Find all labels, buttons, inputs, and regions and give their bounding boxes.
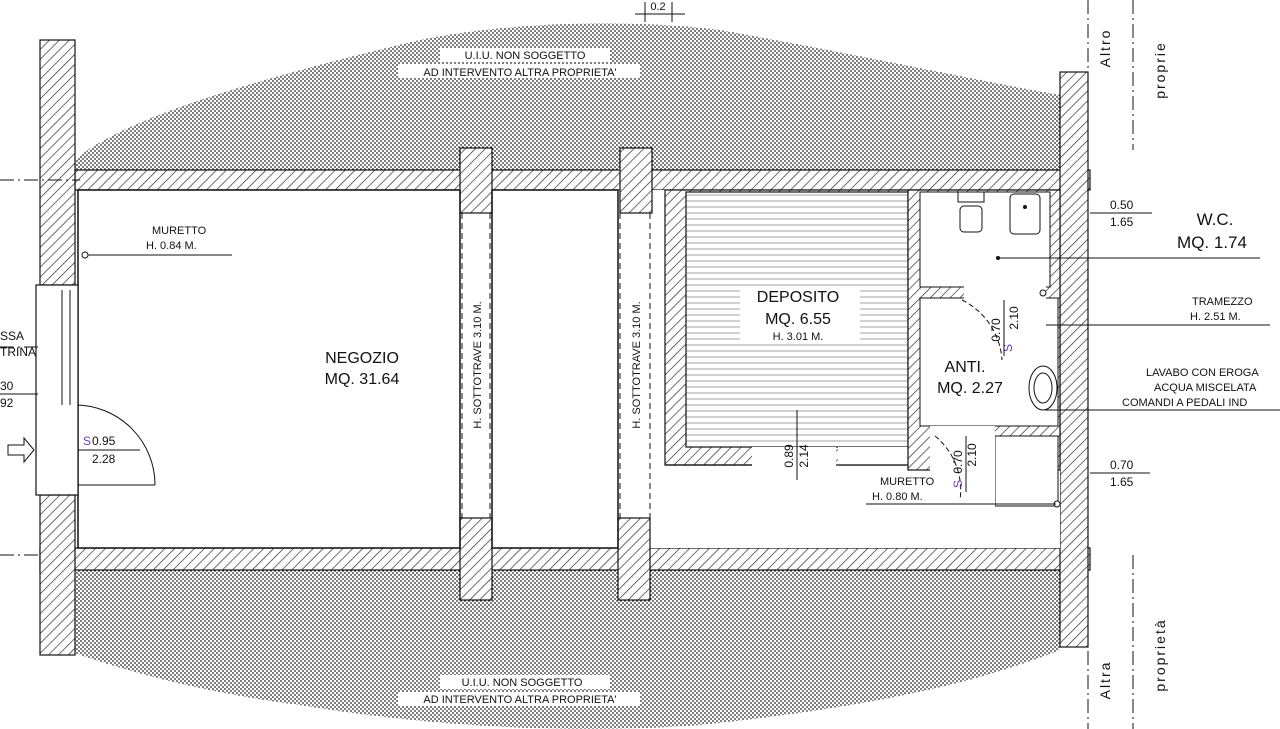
entrance-door-swing — [74, 404, 156, 486]
svg-text:0.89: 0.89 — [782, 444, 796, 468]
entrance-frame — [35, 284, 79, 496]
note-tramezzo-height: H. 2.51 M. — [1190, 311, 1241, 323]
right-wall — [1059, 71, 1089, 648]
top-hatched-area — [75, 23, 1060, 170]
column-bottom-1 — [459, 517, 493, 601]
anti-door-bottom-dimension: S 0.70 2.10 — [951, 436, 979, 492]
left-cut-4: 92 — [0, 396, 14, 410]
column-top-1 — [459, 147, 493, 214]
bottom-area-label-1: U.I.U. NON SOGGETTO — [462, 677, 583, 689]
room-deposito-name: DEPOSITO — [757, 289, 839, 306]
bottom-hatched-area — [40, 570, 1060, 729]
svg-text:0.2: 0.2 — [650, 1, 665, 13]
anti-window-dimension: 0.70 1.65 — [1090, 458, 1150, 489]
svg-text:2.10: 2.10 — [965, 443, 979, 467]
anti-door-top-dimension: S 0.70 2.10 — [989, 300, 1021, 356]
beam-right — [619, 213, 651, 518]
column-top-2 — [619, 147, 653, 214]
side-label-top-b: proprie — [1152, 41, 1168, 99]
room-anti-area: MQ. 2.27 — [937, 380, 1003, 397]
side-label-top-a: Altro — [1097, 29, 1113, 68]
room-wc-area: MQ. 1.74 — [1177, 233, 1247, 252]
room-negozio-name: NEGOZIO — [325, 350, 399, 367]
sink-icon — [1028, 365, 1058, 411]
bottom-area-label-2: AD INTERVENTO ALTRA PROPRIETA' — [423, 694, 616, 706]
note-muretto-bottom-title: MURETTO — [880, 476, 935, 488]
side-label-bottom-a: Altra — [1097, 661, 1113, 700]
beam-label-left: H. SOTTOTRAVE 3.10 M. — [472, 301, 484, 428]
note-lavabo-3: COMANDI A PEDALI IND — [1122, 397, 1247, 409]
svg-text:S: S — [951, 480, 965, 488]
room-deposito-area: MQ. 6.55 — [765, 311, 831, 328]
note-lavabo-2: ACQUA MISCELATA — [1154, 382, 1257, 394]
note-lavabo-1: LAVABO CON EROGA — [1146, 367, 1259, 379]
note-muretto-bottom-height: H. 0.80 M. — [872, 491, 923, 503]
svg-text:0.95: 0.95 — [92, 434, 116, 448]
entrance-dimension: S 0.95 2.28 — [78, 434, 140, 466]
svg-text:S: S — [1001, 344, 1015, 352]
top-area-label-1: U.I.U. NON SOGGETTO — [465, 50, 586, 62]
entrance-arrow-icon — [7, 436, 35, 464]
top-area-label-2: AD INTERVENTO ALTRA PROPRIETA' — [423, 67, 616, 79]
left-cut-1: SSA — [0, 329, 24, 343]
left-cut-2: TRINA — [0, 345, 36, 359]
toilet-icon — [957, 191, 985, 233]
left-cut-3: 30 — [0, 379, 14, 393]
note-muretto-top-height: H. 0.84 M. — [146, 240, 197, 252]
svg-text:0.70: 0.70 — [1110, 458, 1134, 472]
note-tramezzo-title: TRAMEZZO — [1192, 296, 1253, 308]
beam-left — [461, 213, 491, 518]
svg-text:2.28: 2.28 — [92, 452, 116, 466]
room-anti-name: ANTI. — [945, 359, 986, 376]
svg-text:0.70: 0.70 — [951, 450, 965, 474]
top-wall — [74, 169, 1091, 191]
side-label-bottom-b: proprietà — [1152, 618, 1168, 691]
bottom-wall — [39, 547, 1091, 571]
note-muretto-top-title: MURETTO — [152, 225, 207, 237]
wc-window-dimension: 0.50 1.65 — [1090, 198, 1152, 229]
deposito-door-dimension: 0.89 2.14 — [782, 410, 811, 480]
svg-text:1.65: 1.65 — [1110, 475, 1134, 489]
column-bottom-2 — [617, 517, 651, 601]
left-wall-lower — [39, 494, 76, 656]
top-dimension-marker: 0.2 — [635, 1, 685, 22]
room-deposito-height: H. 3.01 M. — [773, 331, 824, 343]
room-negozio-area: MQ. 31.64 — [325, 371, 400, 388]
room-wc-name: W.C. — [1197, 210, 1234, 229]
svg-text:2.14: 2.14 — [797, 444, 811, 468]
bidet-icon — [1009, 193, 1041, 235]
closet-room — [994, 435, 1059, 507]
svg-text:1.65: 1.65 — [1110, 215, 1134, 229]
beam-label-right: H. SOTTOTRAVE 3.10 M. — [631, 301, 643, 428]
left-wall-upper — [39, 39, 76, 286]
svg-text:S: S — [83, 434, 91, 448]
svg-text:0.50: 0.50 — [1110, 198, 1134, 212]
svg-text:2.10: 2.10 — [1007, 306, 1021, 330]
svg-text:0.70: 0.70 — [989, 318, 1003, 342]
anti-door-swing-bottom — [934, 435, 962, 501]
anti-door-swing-top — [961, 299, 1003, 361]
